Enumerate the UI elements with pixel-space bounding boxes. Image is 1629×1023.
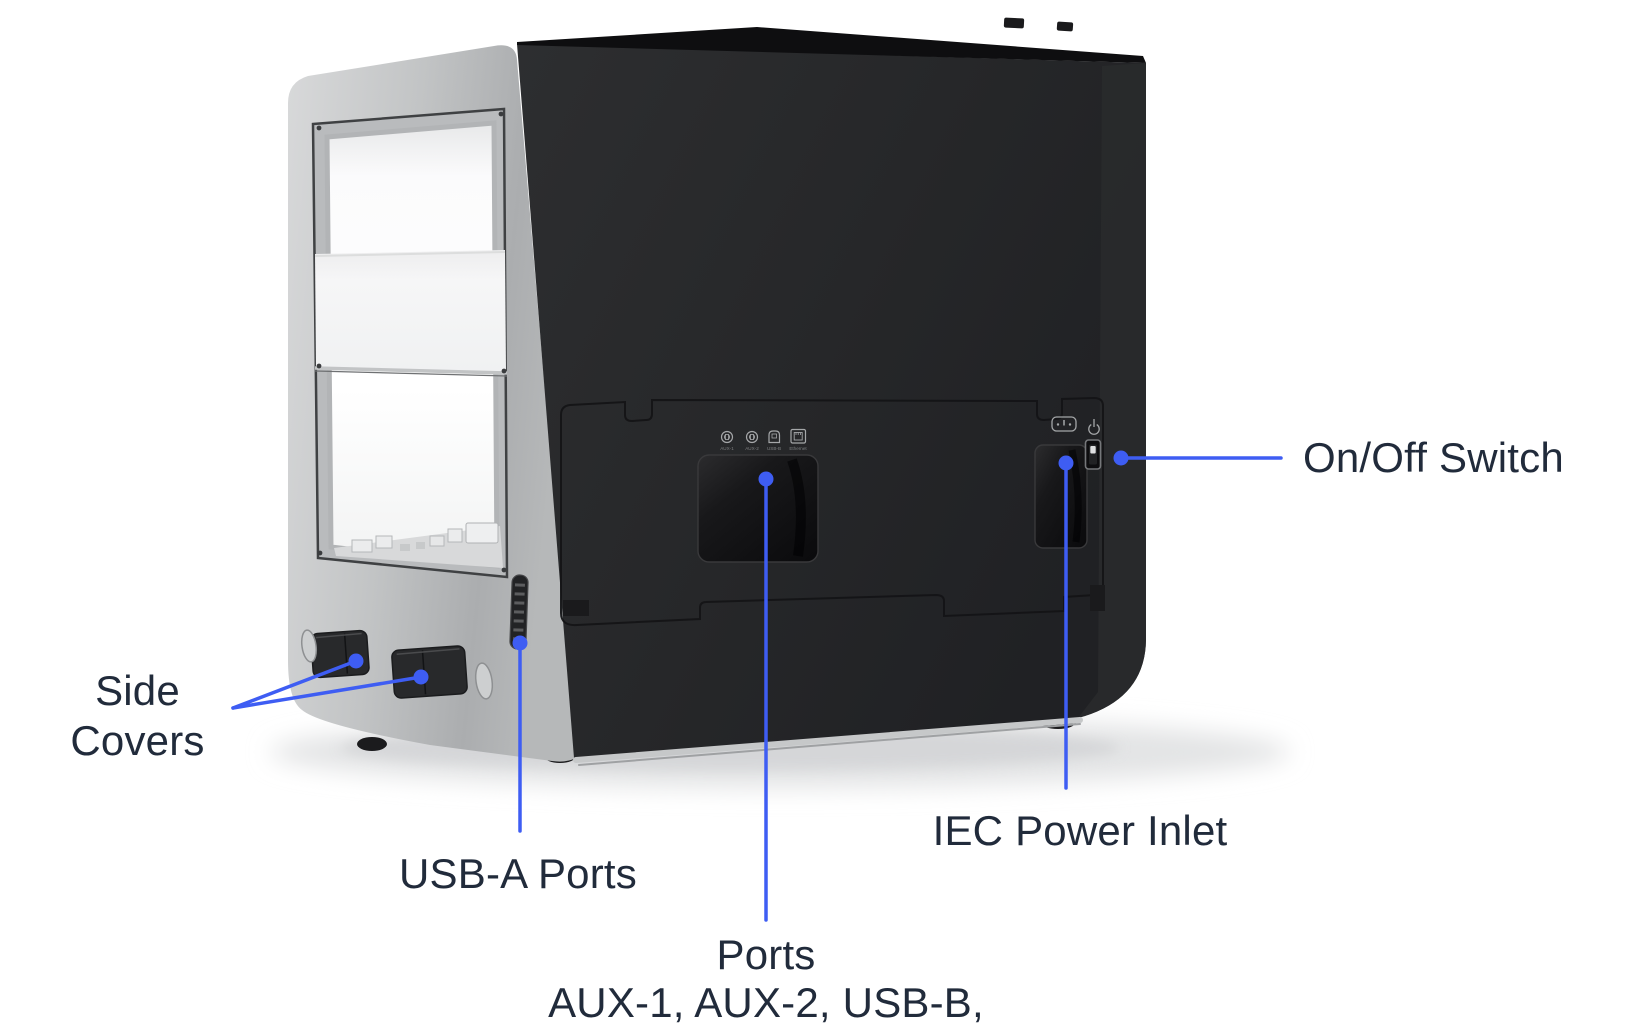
callout-ports	[758, 471, 774, 922]
rear-port-icon-labels: AUX-1 AUX-2 USB-B Ethernet	[720, 446, 807, 451]
front-window	[311, 107, 509, 579]
usb-b-port-icon	[768, 430, 781, 444]
top-hinge-nubs	[1003, 17, 1074, 32]
groove-tab-left	[563, 600, 589, 616]
callout-on-off	[1113, 450, 1283, 466]
side-cover-left	[310, 629, 370, 679]
groove-tab-right	[1090, 585, 1105, 611]
base-screw-bosses	[300, 629, 494, 700]
on-off-dot	[1113, 450, 1129, 466]
ports-title-label: Ports	[716, 931, 816, 978]
usb-a-ports-label: USB-A Ports	[399, 850, 637, 897]
side-cover-right-dot	[413, 669, 429, 685]
ports-dot	[758, 471, 774, 487]
callout-usb-a	[512, 635, 528, 833]
callout-iec	[1058, 455, 1074, 790]
ethernet-label: Ethernet	[789, 446, 807, 451]
rear-ports-recess	[697, 454, 819, 563]
usb-a-dot	[512, 635, 528, 651]
iec-power-inlet-recess	[1034, 444, 1088, 549]
power-symbol-icon	[1088, 419, 1100, 435]
on-off-switch-label: On/Off Switch	[1303, 434, 1564, 481]
side-covers-label: Side Covers	[70, 667, 205, 764]
aux-1-port-icon	[720, 430, 734, 444]
aux-1-label: AUX-1	[720, 446, 734, 451]
iec-power-inlet-label: IEC Power Inlet	[932, 807, 1228, 854]
iec-dot	[1058, 455, 1074, 471]
rear-port-icons	[720, 428, 807, 444]
power-inlet-icon	[1051, 416, 1077, 432]
usb-b-label: USB-B	[767, 446, 781, 451]
window-white-plate	[315, 250, 506, 372]
deck	[334, 522, 503, 568]
aux-2-port-icon	[745, 430, 759, 444]
rear-panel-groove	[560, 396, 1104, 627]
top-face	[517, 27, 1146, 63]
side-cover-right	[391, 645, 468, 699]
bottom-silver-lip	[573, 717, 1083, 763]
aux-2-label: AUX-2	[745, 446, 759, 451]
window-screws	[316, 111, 507, 573]
ports-subtitle-label: AUX-1, AUX-2, USB-B, Ethernet	[548, 979, 984, 1023]
on-off-switch	[1084, 439, 1102, 470]
ethernet-port-icon	[790, 428, 807, 444]
right-edge-shade	[1078, 63, 1146, 718]
side-cover-left-dot	[348, 653, 364, 669]
callout-side-covers	[231, 653, 429, 710]
